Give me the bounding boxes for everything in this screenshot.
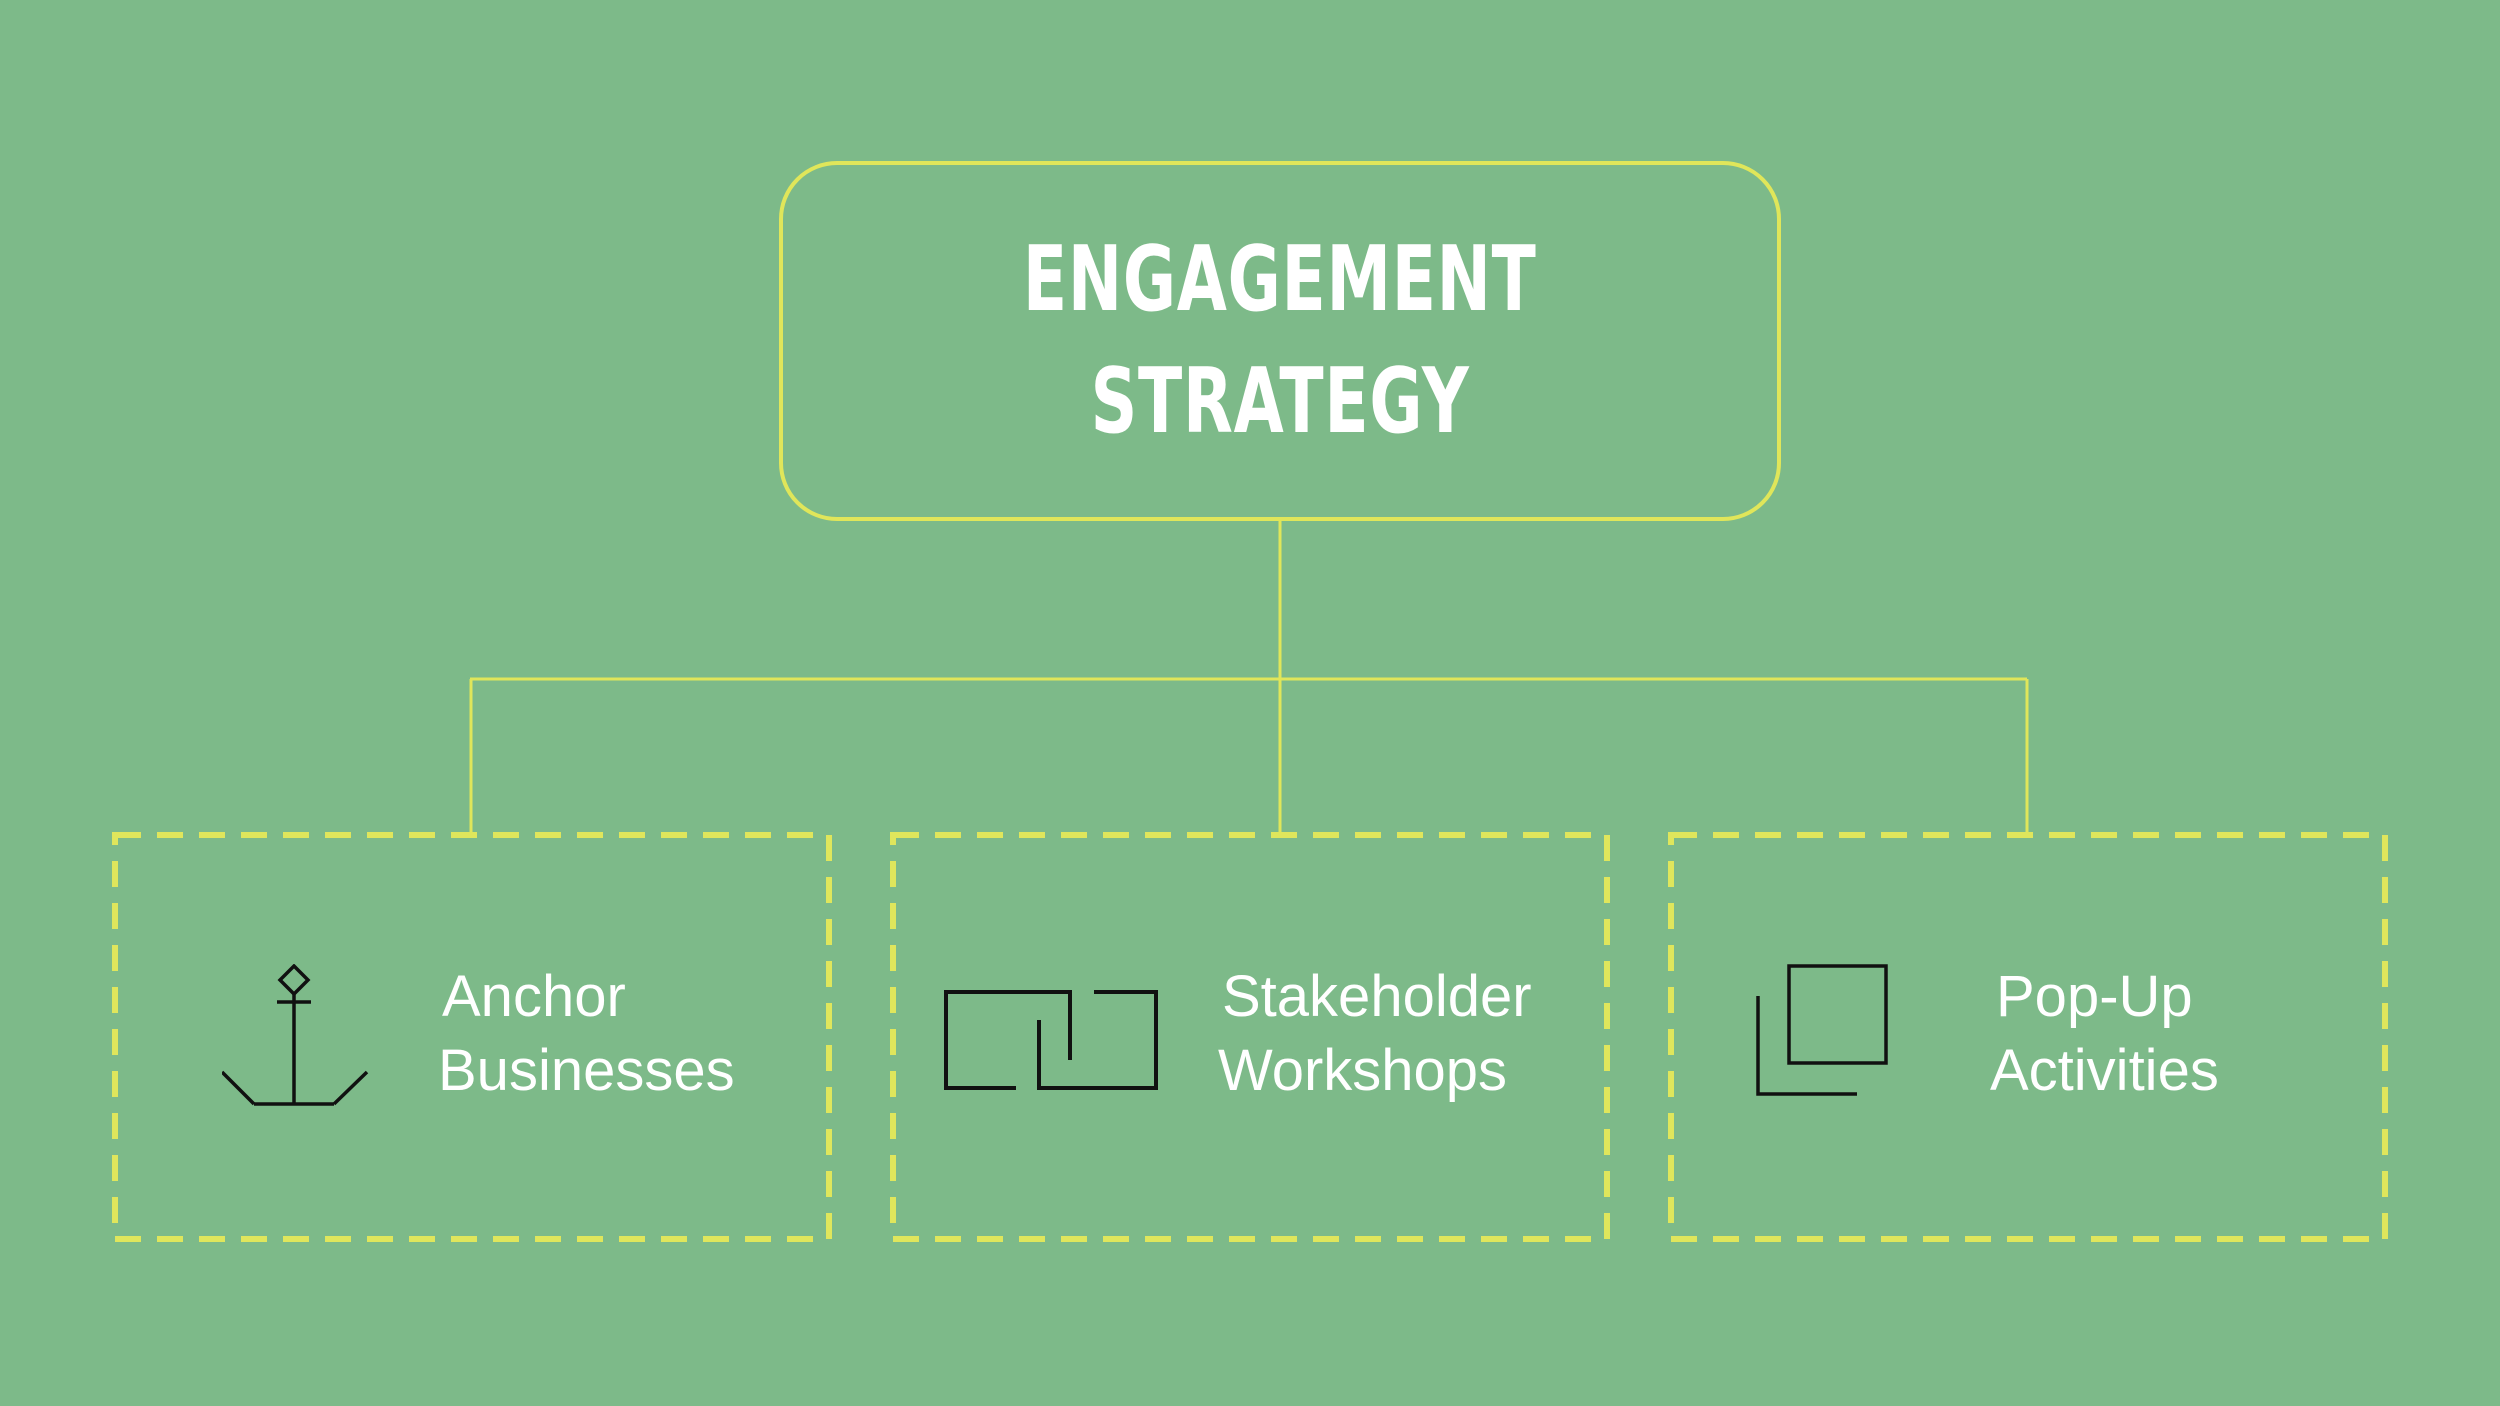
child-node-stakeholder-workshops: Stakeholder Workshops	[890, 832, 1610, 1242]
child-label-line2: Workshops	[1218, 1038, 1508, 1103]
child-node-pop-up-activities: Pop-Up Activities	[1668, 832, 2388, 1242]
interlocking-chain-icon	[944, 990, 1158, 1090]
child-label-line1: Anchor	[442, 964, 626, 1029]
child-label-stakeholder-workshops: Stakeholder Workshops	[1218, 960, 1532, 1108]
anchor-icon	[222, 964, 369, 1106]
root-node: ENGAGEMENT STRATEGY	[779, 161, 1781, 521]
dashed-border	[890, 832, 1610, 1242]
child-node-anchor-businesses: Anchor Businesses	[112, 832, 832, 1242]
child-label-pop-up-activities: Pop-Up Activities	[1990, 960, 2219, 1108]
child-label-line2: Businesses	[438, 1038, 735, 1103]
child-label-line1: Pop-Up	[1996, 964, 2193, 1029]
dashed-border	[1668, 832, 2388, 1242]
dashed-border	[112, 832, 832, 1242]
child-label-line2: Activities	[1990, 1038, 2219, 1103]
child-label-line1: Stakeholder	[1222, 964, 1532, 1029]
overlapping-squares-icon	[1756, 964, 1888, 1096]
root-title-line2: STRATEGY	[1090, 349, 1470, 454]
root-title-line1: ENGAGEMENT	[1023, 227, 1537, 332]
child-label-anchor-businesses: Anchor Businesses	[438, 960, 735, 1108]
